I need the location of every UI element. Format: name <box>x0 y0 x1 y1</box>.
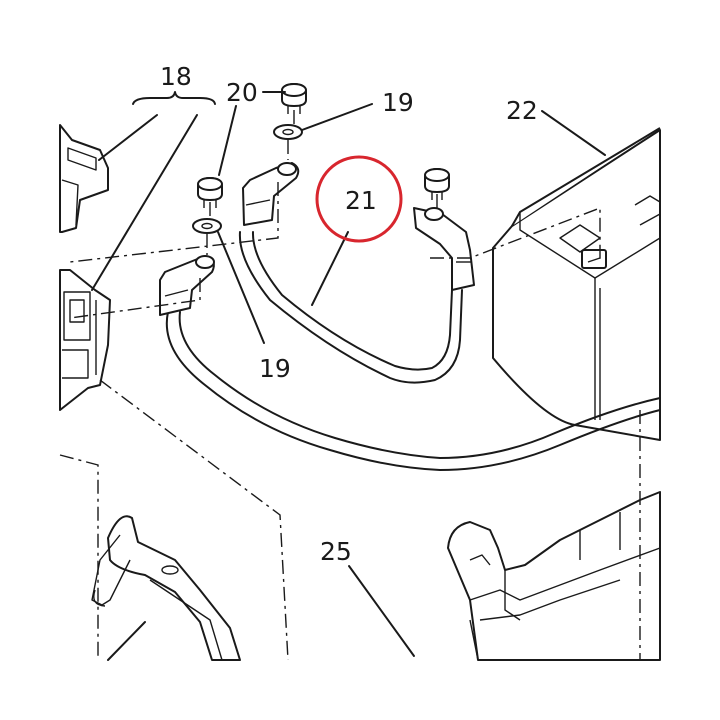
leader-lines <box>91 91 606 657</box>
callout-18: 18 <box>160 62 192 91</box>
callout-25: 25 <box>320 537 352 566</box>
callout-19-top: 19 <box>382 88 414 117</box>
bolt-right <box>424 168 450 200</box>
highlight-circle <box>315 155 403 243</box>
relay-box <box>59 124 111 411</box>
bolt-left <box>197 177 223 208</box>
lower-left-bracket <box>91 515 241 661</box>
assembly-lines <box>59 110 641 661</box>
washer-left <box>192 218 222 234</box>
bolt-upper <box>281 83 307 114</box>
washer-upper <box>273 124 303 140</box>
callout-21: 21 <box>345 186 377 215</box>
cable-21 <box>238 162 475 384</box>
callout-22: 22 <box>506 96 538 125</box>
callout-20: 20 <box>226 78 258 107</box>
battery-tray <box>447 491 661 661</box>
battery <box>492 127 661 441</box>
callout-19-bottom: 19 <box>259 354 291 383</box>
cable-long <box>159 255 661 471</box>
